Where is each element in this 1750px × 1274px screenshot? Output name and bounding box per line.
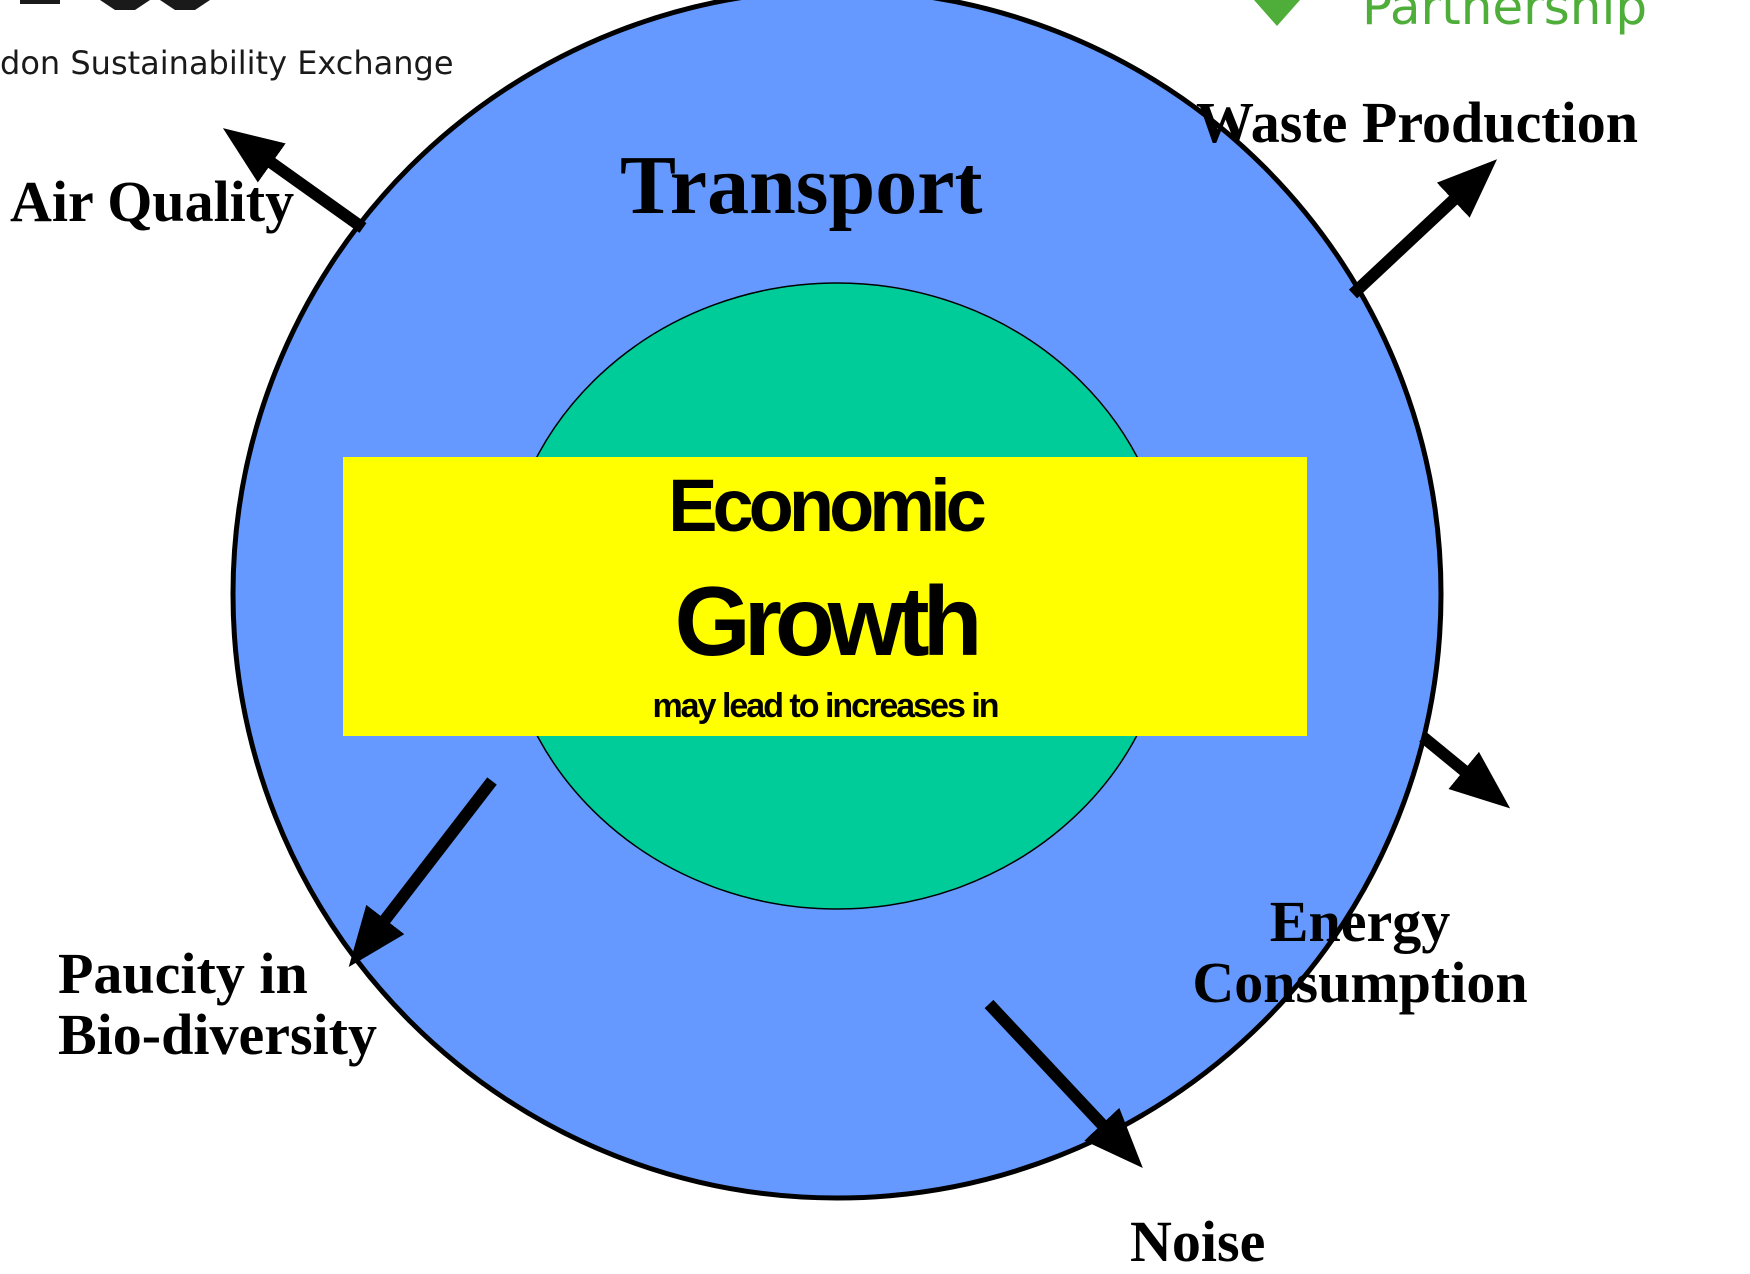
energy-line-1: Energy <box>1269 889 1451 954</box>
growth-label: Growth <box>674 566 983 676</box>
economic-label: Economic <box>668 464 987 547</box>
waste-production-label: Waste Production <box>1196 90 1638 155</box>
economic-growth-box <box>343 457 1307 736</box>
transport-label: Transport <box>620 139 983 232</box>
partnership-logo-text: Partnership <box>1362 0 1648 36</box>
air-quality-label: Air Quality <box>10 169 295 234</box>
noise-label: Noise <box>1130 1209 1266 1274</box>
leaf-logo-icon <box>1254 0 1300 26</box>
arrow-energy-consumption <box>1419 732 1511 809</box>
lsx-logo-mark <box>20 0 210 10</box>
biodiversity-line-2: Bio-diversity <box>58 1001 377 1067</box>
arrow-air-quality <box>222 128 367 233</box>
biodiversity-label: Paucity in Bio-diversity <box>58 941 377 1067</box>
arrow-noise <box>984 999 1143 1169</box>
arrow-waste-production <box>1348 159 1498 299</box>
biodiversity-line-1: Paucity in <box>58 941 308 1006</box>
energy-consumption-label: Energy Consumption <box>1192 889 1528 1015</box>
arrow-biodiversity <box>348 777 497 968</box>
lsx-logo-text: don Sustainability Exchange <box>0 44 454 82</box>
may-lead-label: may lead to increases in <box>652 687 999 725</box>
energy-line-2: Consumption <box>1192 949 1528 1015</box>
